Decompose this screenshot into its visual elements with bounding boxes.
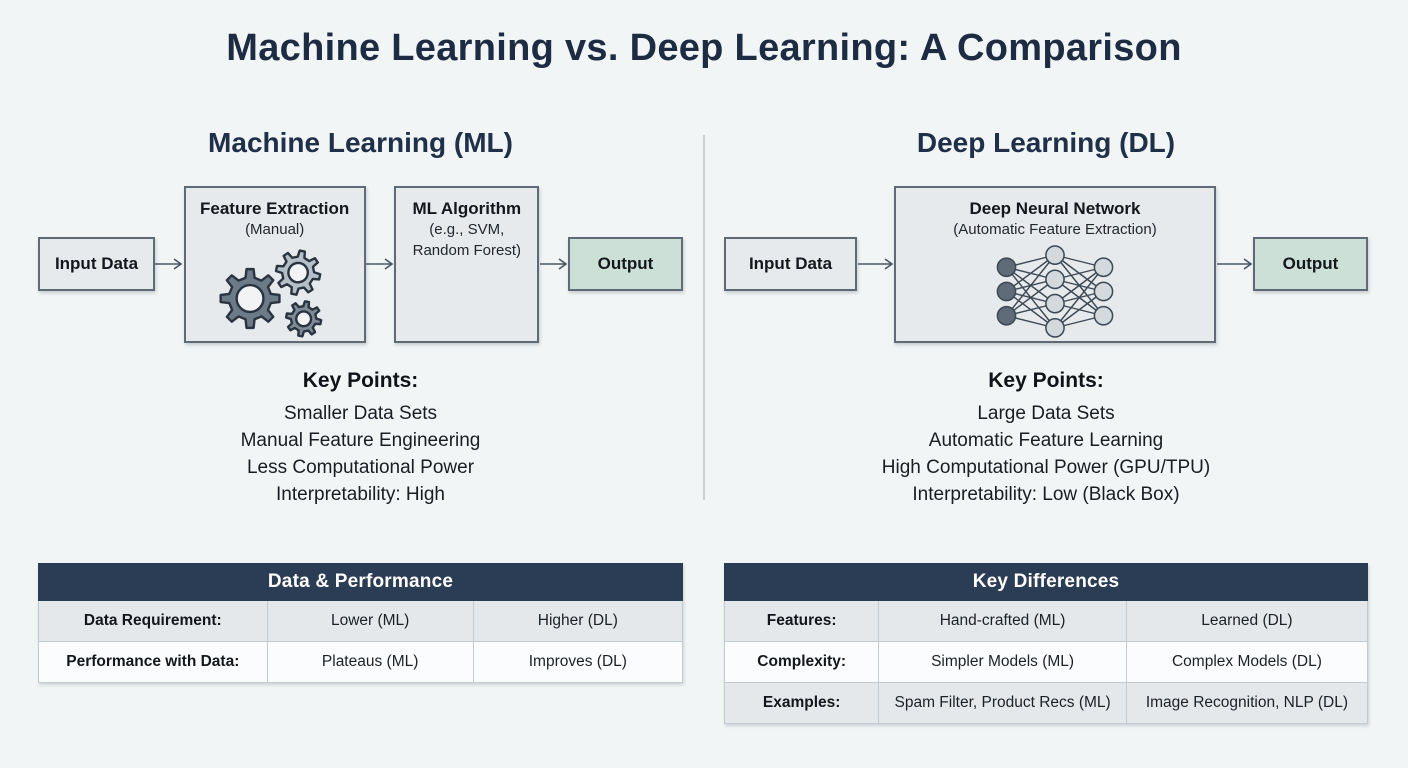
ml-algorithm-sub1: (e.g., SVM,: [429, 220, 505, 238]
table-title: Data & Performance: [38, 562, 683, 601]
dl-value-cell: Complex Models (DL): [1125, 640, 1369, 683]
feature-extraction-sub: (Manual): [245, 220, 305, 238]
key-point-item: Manual Feature Engineering: [240, 429, 481, 451]
table-row: Performance with Data: Plateaus (ML) Imp…: [38, 640, 684, 683]
dnn-sub: (Automatic Feature Extraction): [953, 220, 1157, 238]
flow-arrow-icon: [539, 258, 568, 270]
ml-algorithm-title: ML Algorithm: [412, 198, 522, 218]
flow-arrow-icon: [1216, 258, 1252, 270]
row-label-cell: Features:: [723, 599, 880, 642]
dl-value-cell: Improves (DL): [472, 640, 684, 683]
feature-extraction-title: Feature Extraction: [200, 198, 350, 218]
page-title: Machine Learning vs. Deep Learning: A Co…: [226, 27, 1182, 69]
ml-panel: Machine Learning (ML) Input Data Feature…: [38, 72, 684, 724]
ml-algorithm-sub2: Random Forest): [412, 241, 521, 259]
dnn-box: Deep Neural Network (Automatic Feature E…: [894, 185, 1216, 343]
dl-value-cell: Image Recognition, NLP (DL): [1125, 681, 1369, 724]
flow-arrow-icon: [857, 258, 893, 270]
data-performance-table: Data & Performance Data Requirement: Low…: [38, 562, 684, 683]
section-divider: [703, 135, 705, 500]
key-point-item: High Computational Power (GPU/TPU): [881, 456, 1211, 478]
key-point-item: Large Data Sets: [977, 402, 1115, 424]
key-point-item: Interpretability: High: [276, 483, 445, 505]
content-area: Machine Learning (ML) Input Data Feature…: [0, 72, 1408, 724]
dl-heading: Deep Learning (DL): [916, 126, 1176, 158]
dnn-title: Deep Neural Network: [969, 198, 1141, 218]
feature-extraction-box: Feature Extraction (Manual): [183, 185, 366, 343]
dl-value-cell: Learned (DL): [1125, 599, 1369, 642]
ml-heading: Machine Learning (ML): [208, 126, 513, 158]
row-label-cell: Performance with Data:: [38, 640, 268, 683]
key-point-item: Less Computational Power: [246, 456, 475, 478]
gears-icon: [219, 248, 323, 338]
neural-network-icon: [996, 244, 1114, 338]
ml-flow: Input Data Feature Extraction (Manual) M…: [38, 185, 683, 343]
table-row: Examples: Spam Filter, Product Recs (ML)…: [723, 681, 1369, 724]
ml-value-cell: Plateaus (ML): [266, 640, 474, 683]
ml-key-points: Key Points: Smaller Data Sets Manual Fea…: [38, 368, 683, 508]
key-point-item: Interpretability: Low (Black Box): [912, 483, 1180, 505]
table-row: Data Requirement: Lower (ML) Higher (DL): [38, 599, 684, 642]
flow-arrow-icon: [155, 258, 183, 270]
dl-panel: Deep Learning (DL) Input Data Deep Neura…: [723, 72, 1369, 724]
dl-value-cell: Higher (DL): [472, 599, 684, 642]
table-row: Complexity: Simpler Models (ML) Complex …: [723, 640, 1369, 683]
table-title: Key Differences: [724, 562, 1368, 601]
key-point-item: Automatic Feature Learning: [928, 429, 1164, 451]
key-points-heading: Key Points:: [988, 368, 1104, 392]
dl-key-points: Key Points: Large Data Sets Automatic Fe…: [724, 368, 1368, 508]
key-point-item: Smaller Data Sets: [283, 402, 438, 424]
ml-value-cell: Spam Filter, Product Recs (ML): [878, 681, 1127, 724]
row-label-cell: Complexity:: [723, 640, 880, 683]
ml-output-box: Output: [567, 237, 683, 292]
ml-value-cell: Simpler Models (ML): [878, 640, 1127, 683]
ml-value-cell: Hand-crafted (ML): [878, 599, 1127, 642]
row-label-cell: Data Requirement:: [38, 599, 268, 642]
row-label-cell: Examples:: [723, 681, 880, 724]
dl-flow: Input Data Deep Neural Network (Automati…: [724, 185, 1368, 343]
key-points-heading: Key Points:: [302, 368, 419, 392]
dl-input-box: Input Data: [724, 237, 857, 292]
key-differences-table: Key Differences Features: Hand-crafted (…: [723, 562, 1369, 724]
table-row: Features: Hand-crafted (ML) Learned (DL): [723, 599, 1369, 642]
ml-input-box: Input Data: [38, 237, 155, 292]
flow-arrow-icon: [365, 258, 394, 270]
ml-algorithm-box: ML Algorithm (e.g., SVM, Random Forest): [394, 185, 540, 343]
ml-value-cell: Lower (ML): [266, 599, 474, 642]
dl-output-box: Output: [1253, 237, 1368, 292]
